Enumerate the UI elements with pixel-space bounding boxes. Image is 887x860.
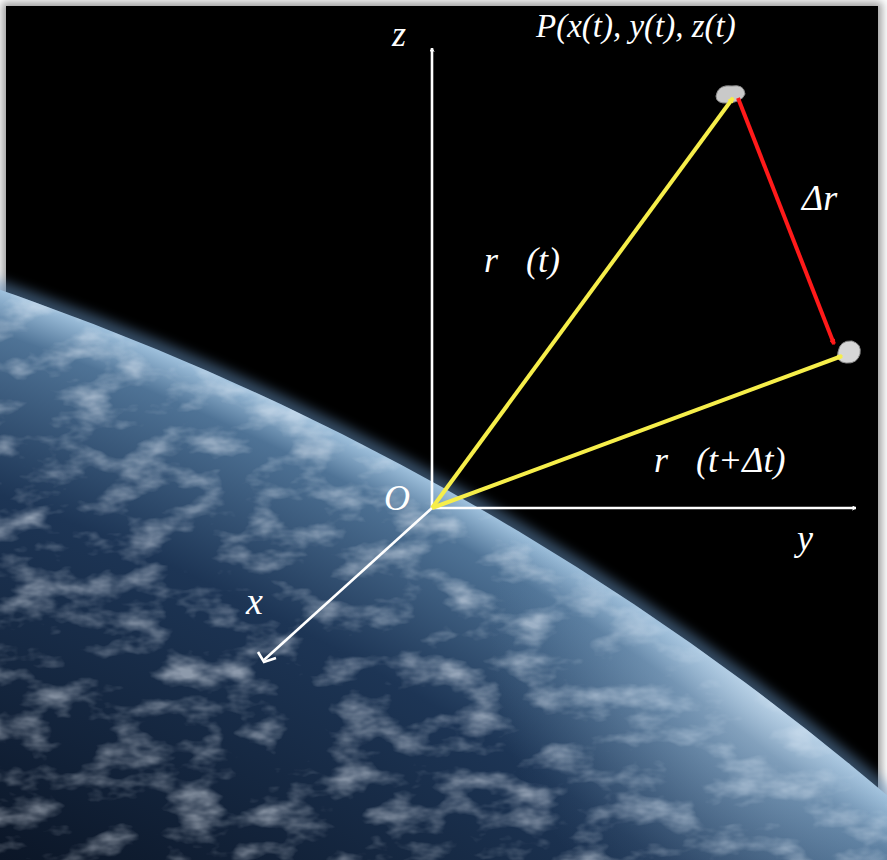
axis-label: y xyxy=(797,518,813,559)
origin-label: O xyxy=(384,478,410,519)
sunlit-limb xyxy=(0,150,887,860)
x-axis xyxy=(264,508,432,660)
x-axis-tick xyxy=(258,652,276,662)
displacement-vector xyxy=(738,98,834,344)
vector-label: r⃗(t+Δt) xyxy=(654,440,785,481)
axis-label: z xyxy=(392,14,406,55)
axis-label: x xyxy=(246,580,263,624)
cloud-cover xyxy=(0,150,887,860)
earth xyxy=(0,139,887,860)
vector-label: Δr⃗ xyxy=(802,178,865,219)
y-axis xyxy=(432,507,856,510)
z-axis xyxy=(431,48,434,508)
position-vector xyxy=(432,356,842,508)
point-label: P(x(t), y(t), z(t) xyxy=(536,8,736,46)
coordinate-axes xyxy=(258,48,856,662)
vector-label: r⃗(t) xyxy=(484,240,560,281)
particle xyxy=(838,341,861,363)
